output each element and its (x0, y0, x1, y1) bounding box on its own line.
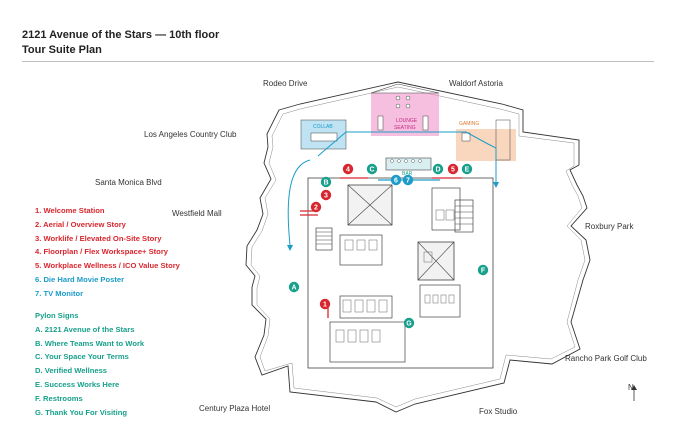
tour-path-arrow-east (493, 182, 499, 188)
svg-text:7: 7 (406, 178, 410, 185)
marker-6: 6 (390, 174, 402, 186)
marker-1: 1 (319, 298, 331, 310)
svg-text:F: F (481, 268, 486, 275)
north-label: N (628, 383, 634, 392)
restroom-east (431, 187, 461, 231)
pylon-marker-c: C (366, 163, 378, 175)
svg-text:A: A (291, 285, 296, 292)
south-lobby (329, 321, 406, 363)
tour-path-arrow-west (287, 245, 293, 251)
stair-east (454, 199, 474, 233)
marker-2: 2 (310, 201, 322, 213)
place-century-plaza: Century Plaza Hotel (199, 404, 271, 413)
svg-text:5: 5 (451, 167, 455, 174)
place-waldorf-astoria: Waldorf Astoria (449, 79, 503, 88)
pylon-heading: Pylon Signs (35, 311, 79, 320)
tour-legend: 1. Welcome Station 2. Aerial / Overview … (35, 204, 180, 301)
legend-item-5: 5. Workplace Wellness / ICO Value Story (35, 261, 180, 271)
shaft-cross-4 (417, 241, 455, 281)
svg-text:3: 3 (324, 193, 328, 200)
pylon-item-a: A. 2121 Avenue of the Stars (35, 324, 135, 334)
legend-item-1: 1. Welcome Station (35, 206, 105, 215)
svg-text:2: 2 (314, 205, 318, 212)
building-inner-outline (250, 86, 586, 408)
pylon-legend: Pylon Signs A. 2121 Avenue of the Stars … (35, 309, 144, 419)
gaming-label: GAMING (459, 121, 479, 127)
legend-item-6: 6. Die Hard Movie Poster (35, 274, 125, 284)
svg-text:6: 6 (394, 178, 398, 185)
shaft-cross-2 (347, 184, 393, 226)
elevator-bank-north (339, 234, 383, 266)
pylon-item-e: E. Success Works Here (35, 379, 120, 389)
collab-table (310, 132, 338, 142)
gaming-console (461, 132, 471, 142)
pylon-item-c: C. Your Space Your Terms (35, 352, 129, 362)
bar-stools (390, 159, 422, 163)
place-la-country-club: Los Angeles Country Club (144, 130, 237, 139)
pylon-marker-d: D (432, 163, 444, 175)
marker-4: 4 (342, 163, 354, 175)
pylon-item-f: F. Restrooms (35, 393, 83, 403)
collab-label: COLLAB (313, 124, 333, 130)
pylon-marker-g: G (403, 317, 415, 329)
pylon-item-d: D. Verified Wellness (35, 366, 108, 376)
pylon-marker-a: A (288, 281, 300, 293)
svg-text:C: C (369, 167, 374, 174)
legend-item-3: 3. Worklife / Elevated On-Site Story (35, 233, 162, 243)
pylon-marker-b: B (320, 176, 332, 188)
stair-treads (316, 205, 473, 245)
title-block: 2121 Avenue of the Stars — 10th floor To… (22, 28, 219, 58)
svg-text:4: 4 (346, 167, 350, 174)
svg-text:D: D (435, 167, 440, 174)
svg-text:E: E (465, 167, 470, 174)
page-title: 2121 Avenue of the Stars — 10th floor (22, 29, 220, 41)
lounge-furniture (377, 95, 429, 131)
restroom-block (419, 284, 461, 318)
place-roxbury-park: Roxbury Park (585, 222, 634, 231)
fixtures (335, 209, 455, 343)
svg-text:B: B (323, 180, 328, 187)
marker-7: 7 (402, 174, 414, 186)
legend-item-4: 4. Floorplan / Flex Workspace+ Story (35, 247, 169, 257)
svg-text:1: 1 (323, 302, 327, 309)
west-stair (315, 227, 333, 251)
place-westfield-mall: Westfield Mall (172, 209, 222, 218)
place-rancho-park: Rancho Park Golf Club (565, 354, 647, 363)
elevator-bank-south (339, 295, 393, 319)
marker-3: 3 (320, 189, 332, 201)
place-santa-monica-blvd: Santa Monica Blvd (95, 178, 162, 187)
bar-label: BAR (402, 171, 413, 177)
marker-5: 5 (447, 163, 459, 175)
seating-label: SEATING (394, 125, 416, 131)
lounge-label: LOUNGE (396, 118, 418, 124)
pylon-item-g: G. Thank You For Visiting (35, 407, 127, 417)
svg-text:G: G (406, 321, 412, 328)
lounge-roof-outline (370, 83, 440, 94)
pylon-marker-f: F (477, 264, 489, 276)
place-rodeo-drive: Rodeo Drive (263, 79, 308, 88)
building-outline (245, 81, 591, 413)
pylon-marker-e: E (461, 163, 473, 175)
place-fox-studio: Fox Studio (479, 407, 518, 416)
gaming-table (495, 119, 511, 161)
legend-item-7: 7. TV Monitor (35, 288, 84, 298)
legend-item-2: 2. Aerial / Overview Story (35, 219, 126, 229)
pylon-item-b: B. Where Teams Want to Work (35, 338, 145, 348)
north-arrow-icon (631, 385, 637, 401)
page-subtitle: Tour Suite Plan (22, 44, 102, 56)
title-divider (22, 61, 654, 62)
tour-path (287, 131, 497, 246)
